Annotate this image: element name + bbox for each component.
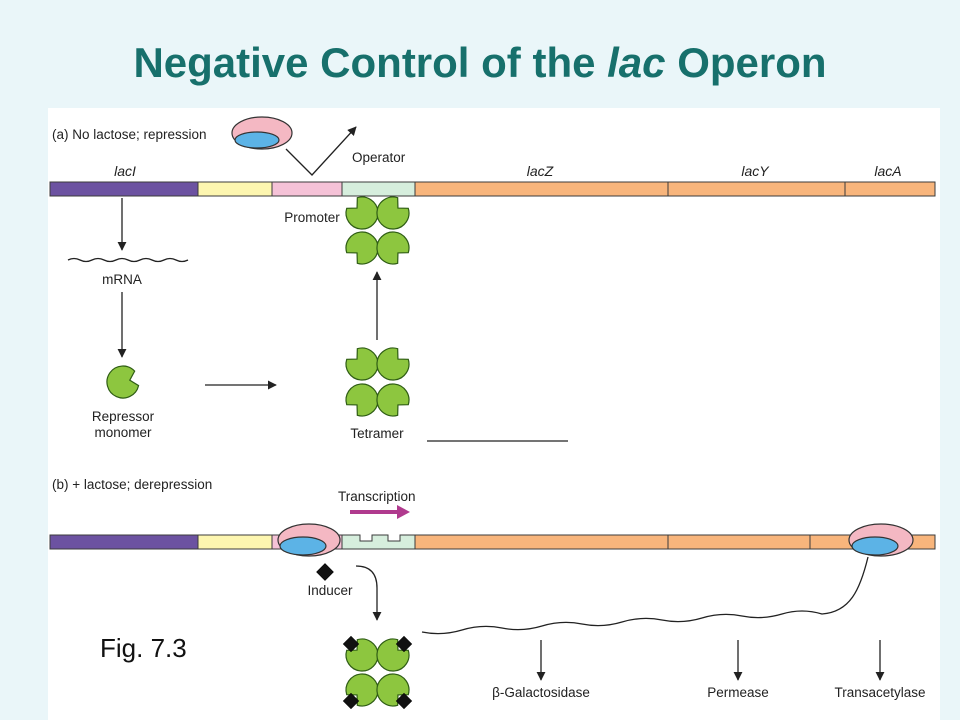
lacZ-gene-segment [414,181,669,197]
inactive-repressor-inducer-complex [340,633,415,712]
monomer-label-line1: Repressor [92,409,155,424]
title-text-italic: lac [607,39,665,86]
operator-segment [341,181,416,197]
panel-b-derepression: (b) + lactose; derepression Transcriptio… [49,477,936,712]
gene-label-lacZ: lacZ [527,163,554,179]
bound-inducer [342,635,360,653]
title-text-end: Operon [666,39,827,86]
figure-caption: Fig. 7.3 [100,633,187,663]
panel-a-heading: (a) No lactose; repression [52,127,207,142]
panel-a-repression: (a) No lactose; repression Operator lacI… [49,116,936,442]
mrna-label: mRNA [102,272,142,287]
inducer-label: Inducer [307,583,353,598]
gene-label-lacI: lacI [114,163,136,179]
rna-polymerase-transcribing [848,523,914,557]
inducer-binding-arrow [355,565,382,621]
product-permease: Permease [707,685,769,700]
bound-inducer [342,692,360,710]
promoter-segment [271,181,343,197]
product-beta-galactosidase: β-Galactosidase [492,685,590,700]
transcription-arrow-head [397,505,410,519]
spacer-segment [197,181,273,197]
lacY-gene-segment [667,534,811,550]
polycistronic-mrna-strand [421,556,869,635]
lacY-gene-segment [667,181,846,197]
lacA-gene-segment [844,181,936,197]
transcription-direction-arrow [350,505,410,519]
product-transacetylase: Transacetylase [834,685,925,700]
operator-label: Operator [352,150,406,165]
bound-inducer [395,635,413,653]
blocked-binding-arrow [285,126,357,176]
lacZ-gene-segment [414,534,669,550]
polymerase-inner-subunit [234,131,280,149]
rna-polymerase-at-promoter [277,523,341,557]
monomer-label-line2: monomer [94,425,152,440]
panel-b-heading: (b) + lactose; derepression [52,477,212,492]
polymerase-inner-subunit [279,536,327,556]
lacI-gene-segment [49,534,199,550]
rna-polymerase-blocked [231,116,293,150]
gene-label-lacY: lacY [741,163,770,179]
tetramer-label: Tetramer [350,426,404,441]
operator-segment-free [341,534,416,550]
spacer-segment [197,534,273,550]
polymerase-inner-subunit [851,536,899,556]
slide-title: Negative Control of the lac Operon [133,39,826,86]
figure-panel [48,108,940,720]
lacI-mrna-strand [67,257,189,263]
promoter-label: Promoter [284,210,340,225]
transcription-label: Transcription [338,489,416,504]
gene-label-lacA: lacA [874,163,901,179]
title-text-start: Negative Control of the [133,39,607,86]
inducer-molecule [316,563,334,581]
operon-dna-bar-a [49,181,936,197]
operon-dna-bar-b [49,534,936,550]
bound-inducer [395,692,413,710]
lacI-gene-segment [49,181,199,197]
